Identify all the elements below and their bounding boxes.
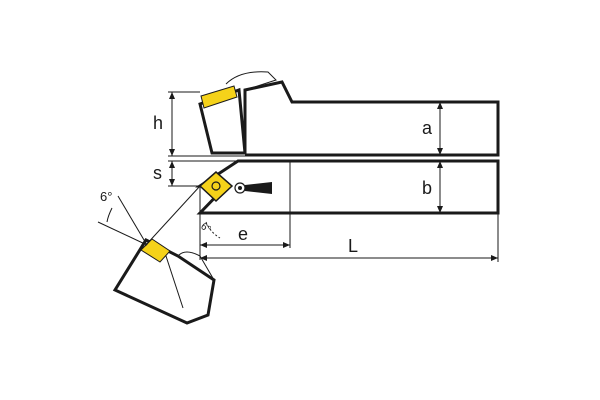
label-angle-bottom: 6°	[198, 221, 212, 235]
label-a: a	[422, 118, 433, 138]
rotated-head-view	[112, 238, 216, 325]
label-L: L	[348, 236, 358, 256]
insert-hole	[211, 181, 221, 191]
dimensions: h s a b e L 6° 6°	[97, 91, 499, 262]
top-insert	[200, 85, 238, 109]
rotated-head-inner-line	[164, 252, 184, 309]
main-insert	[198, 171, 234, 203]
main-holder	[194, 159, 500, 215]
top-shank-outline	[243, 80, 500, 157]
label-h: h	[153, 113, 163, 133]
label-angle-top: 6°	[100, 189, 112, 204]
label-e: e	[238, 224, 248, 244]
top-clamp-outline	[225, 71, 277, 91]
top-view-holder	[198, 71, 500, 157]
label-b: b	[422, 178, 432, 198]
clamp-screw	[234, 182, 272, 194]
main-shank-outline	[194, 159, 500, 215]
label-s: s	[153, 163, 162, 183]
